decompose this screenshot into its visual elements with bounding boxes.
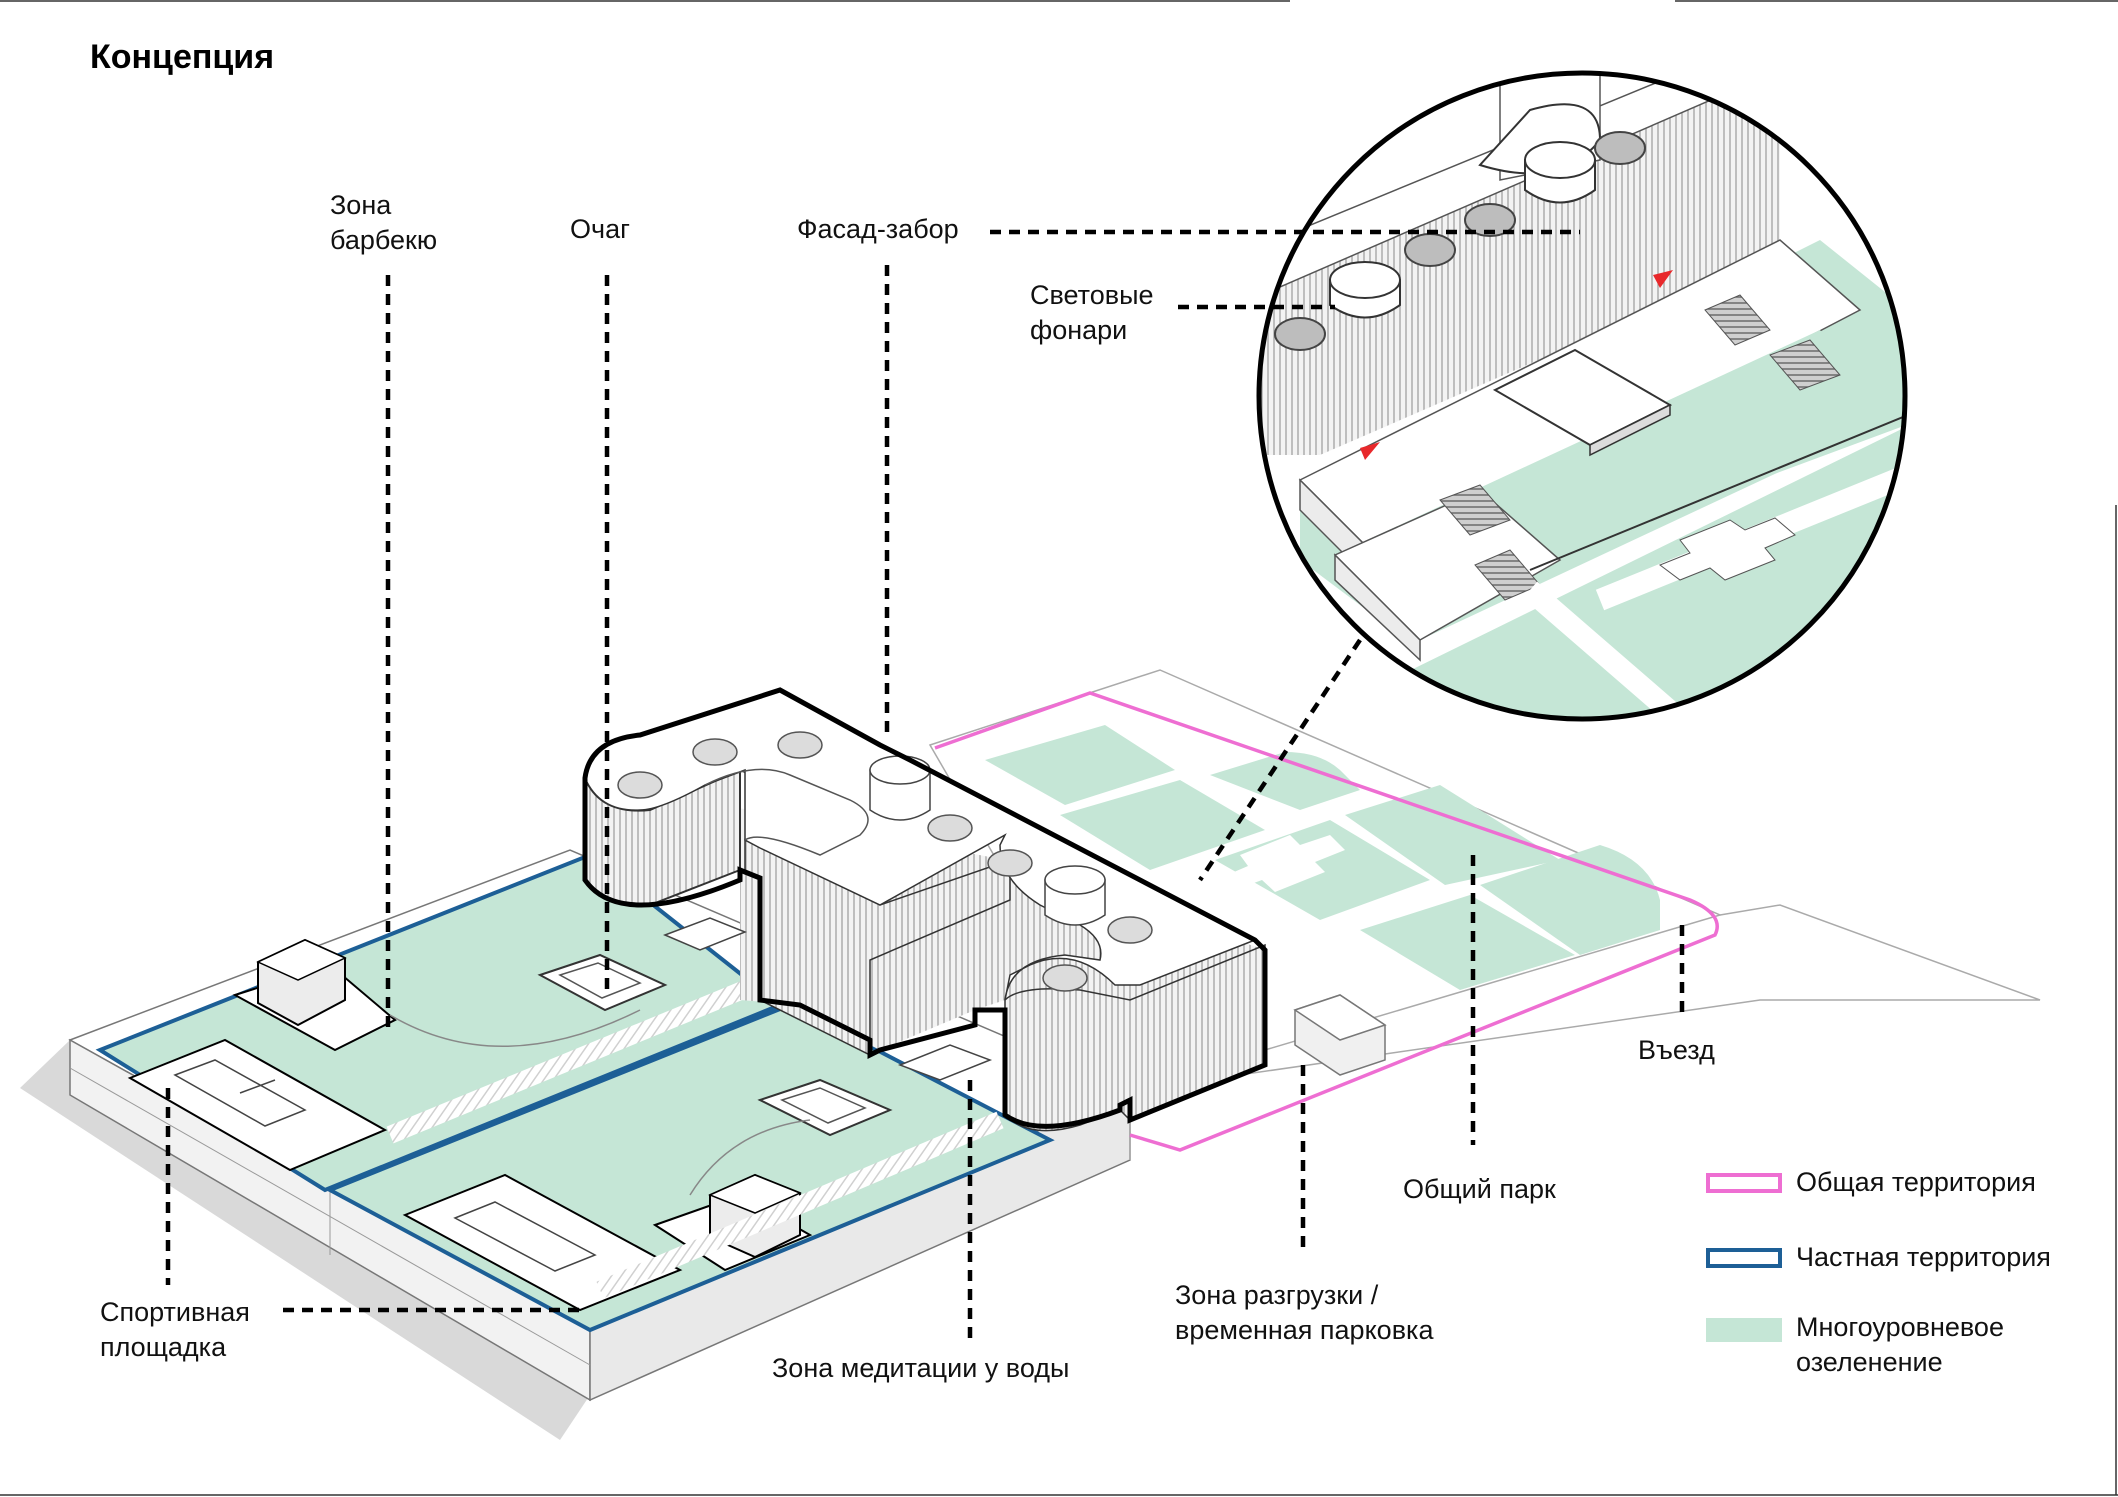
red-marker — [1360, 442, 1380, 460]
page-title: Концепция — [90, 38, 275, 76]
label-sports-ground: Спортивная площадка — [100, 1297, 250, 1362]
residential-building — [582, 687, 1268, 1132]
label-facade-fence: Фасад-забор — [797, 214, 959, 244]
detail-zoom-circle — [1256, 70, 1908, 722]
legend-swatch-private — [1706, 1248, 1782, 1268]
skylights — [617, 731, 1153, 992]
legend-swatch-common — [1706, 1173, 1782, 1193]
legend-label: Общая территория — [1796, 1167, 2036, 1197]
legend-label: Частная территория — [1796, 1242, 2051, 1272]
private-territory-1 — [95, 852, 784, 1193]
label-unloading-zone: Зона разгрузки / временная парковка — [1175, 1280, 1434, 1345]
legend-swatch-greening — [1706, 1318, 1782, 1342]
private-territory-2 — [325, 1002, 1055, 1333]
label-skylights: Световые фонари — [1030, 280, 1154, 345]
red-marker — [1653, 270, 1673, 288]
leader-lines — [165, 229, 1685, 1340]
legend-item-multilevel-greening: Многоуровневое озеленение — [1706, 1310, 2004, 1380]
label-meditation-zone: Зона медитации у воды — [772, 1353, 1070, 1383]
legend-item-common-territory: Общая территория — [1706, 1165, 2036, 1200]
label-common-park: Общий парк — [1403, 1174, 1556, 1204]
label-entrance: Въезд — [1638, 1035, 1715, 1065]
label-bbq-zone: Зона барбекю — [330, 190, 438, 255]
legend-item-private-territory: Частная территория — [1706, 1240, 2051, 1275]
legend-label: Многоуровневое озеленение — [1796, 1312, 2004, 1377]
roof-cylinders — [869, 755, 1106, 926]
label-hearth: Очаг — [570, 214, 630, 244]
